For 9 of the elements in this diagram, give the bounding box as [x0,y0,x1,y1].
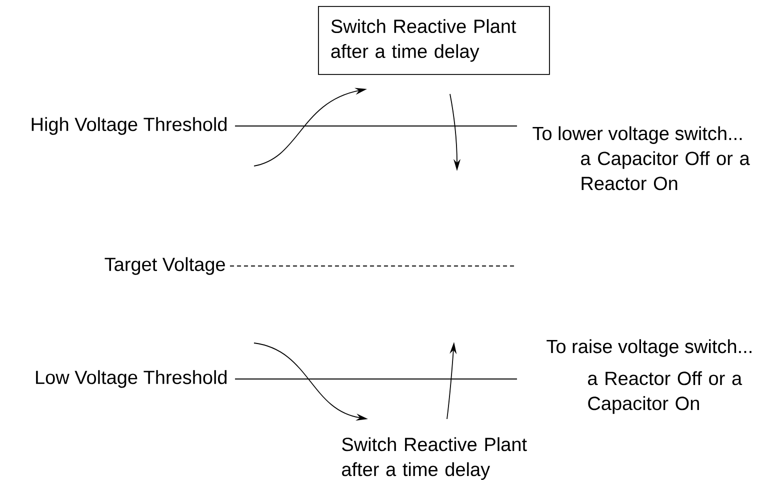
target-label: Target Voltage [104,257,225,275]
text-box: Switch Reactive Plant after a time delay [318,6,550,75]
threshold-label: High Voltage Threshold [32,117,227,135]
threshold-label: Low Voltage Threshold [36,370,227,388]
note-text: Switch Reactive Plant after a time delay [342,437,527,480]
note-text: a Capacitor Off or a Reactor On [581,151,750,190]
note-text: a Reactor Off or a Capacitor On [588,371,742,414]
note-text: To lower voltage switch... [532,126,742,144]
note-text: To raise voltage switch... [546,339,752,357]
